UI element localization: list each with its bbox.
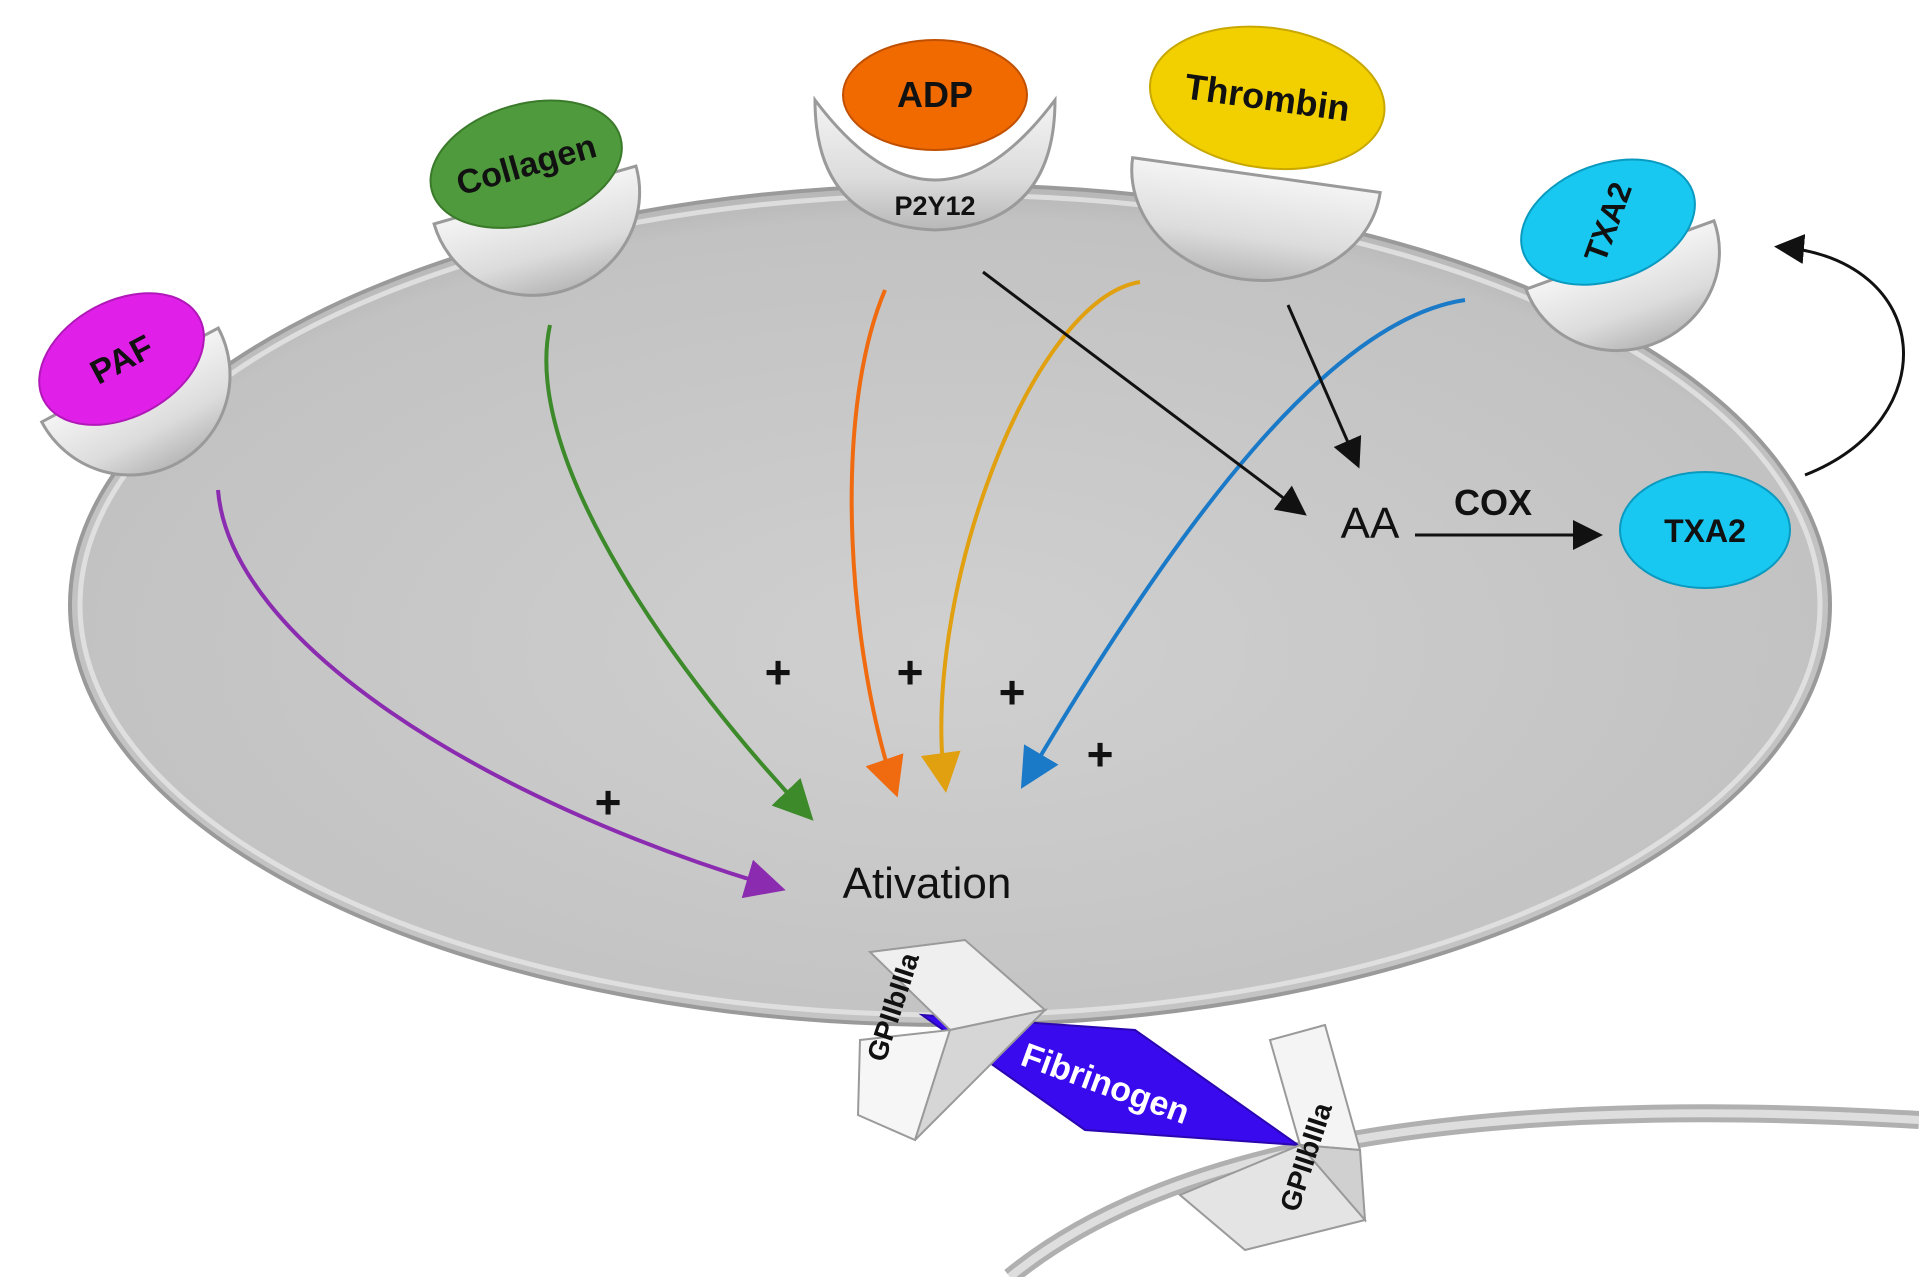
cox-label: COX: [1454, 482, 1532, 523]
adp-ligand: [842, 39, 1028, 151]
paf-receptor: PAF: [38, 292, 232, 477]
paf-ligand: [38, 292, 205, 426]
adp-label: ADP: [897, 74, 973, 115]
activation-label: Ativation: [843, 859, 1012, 908]
collagen-ligand: [429, 99, 623, 229]
adp-to-aa-arrow: [982, 270, 1307, 516]
txa2-ligand: [1520, 158, 1696, 286]
paf-activation-arrow: [216, 489, 786, 899]
adp-p2y12-receptor: ADP P2Y12: [813, 39, 1057, 232]
thrombin-to-aa-arrow: [1286, 304, 1362, 469]
collagen-receptor: Collagen: [429, 99, 642, 297]
thrombin-ligand: [1148, 25, 1386, 171]
adp-activation-arrow: [849, 289, 904, 798]
txa2-product-label: TXA2: [1664, 513, 1746, 549]
aa-label: AA: [1341, 499, 1400, 548]
txa2-feedback-arrow: [1774, 234, 1905, 477]
txa2-activation-arrow: [1020, 298, 1466, 789]
plus-sign-adp: +: [897, 646, 924, 698]
plus-sign-thrombin: +: [999, 666, 1026, 718]
adjacent-platelet-membrane: [1004, 1104, 1919, 1277]
txa2-receptor: TXA2: [1520, 158, 1721, 353]
thrombin-activation-arrow: [920, 280, 1141, 793]
collagen-activation-arrow: [544, 324, 814, 821]
p2y12-label: P2Y12: [894, 191, 975, 221]
plus-sign-txa2: +: [1087, 728, 1114, 780]
plus-sign-collagen: +: [765, 646, 792, 698]
txa2-product-ellipse: [1619, 471, 1791, 589]
thrombin-receptor: Thrombin: [1130, 25, 1386, 283]
txa2-product: TXA2: [1619, 471, 1791, 589]
plus-sign-paf: +: [595, 776, 622, 828]
